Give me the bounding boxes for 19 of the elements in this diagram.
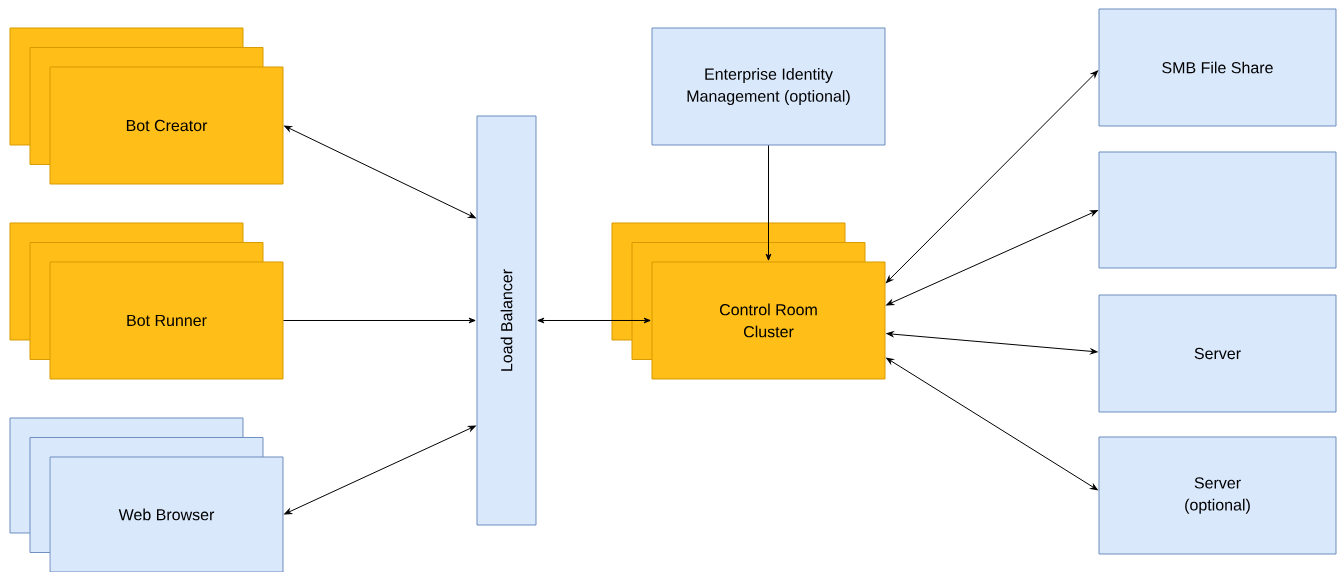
arrow xyxy=(886,331,1098,355)
process-box: Load Balancer xyxy=(476,115,537,526)
process-box: SMB File Share xyxy=(1098,8,1337,127)
process-box: Server (optional) xyxy=(1098,436,1337,555)
process-box: Server xyxy=(1098,294,1337,413)
arrow xyxy=(284,125,476,219)
process-box: Enterprise Identity Management (optional) xyxy=(651,27,886,146)
arrow xyxy=(886,210,1098,306)
stacked-box: Bot Creator xyxy=(9,27,284,185)
arrow xyxy=(886,70,1099,283)
stacked-box: Control Room Cluster xyxy=(611,222,886,380)
arrow xyxy=(765,145,772,261)
empty-box xyxy=(1098,151,1337,269)
arrow xyxy=(283,317,476,324)
stacked-box: Bot Runner xyxy=(9,222,284,380)
stacked-box: Web Browser xyxy=(9,417,284,572)
arrow xyxy=(284,425,476,515)
arrow xyxy=(537,317,651,324)
arrow xyxy=(886,357,1098,491)
